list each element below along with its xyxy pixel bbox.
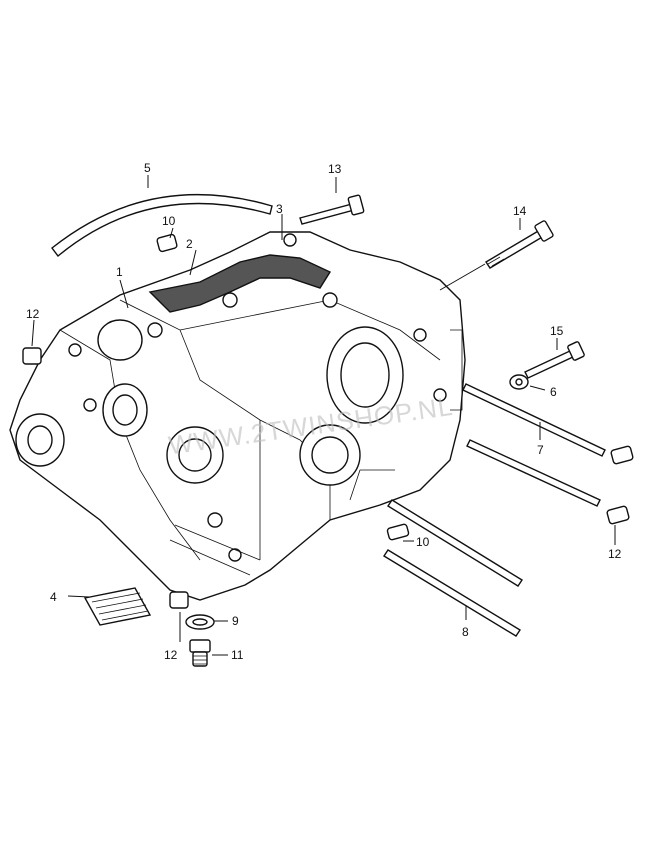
stud-7-part <box>462 383 606 507</box>
dowel-pin-12-left <box>22 347 42 365</box>
callout-13: 13 <box>328 162 342 176</box>
callout-3: 3 <box>276 202 283 216</box>
bolt-13-part <box>299 194 365 225</box>
oil-screen-part <box>83 587 152 626</box>
callout-7: 7 <box>537 443 544 457</box>
dowel-pin-right-end <box>610 445 634 465</box>
callout-8: 8 <box>462 625 469 639</box>
drain-plug-part <box>189 639 211 667</box>
dowel-pin-10-top <box>156 233 178 253</box>
breather-tube-part <box>51 193 273 258</box>
callout-5: 5 <box>144 161 151 175</box>
callout-10-right: 10 <box>416 535 430 549</box>
callout-1: 1 <box>116 265 123 279</box>
callout-14: 14 <box>513 204 527 218</box>
crankcase-assembly <box>9 231 466 601</box>
bolt-14-part <box>485 220 554 269</box>
callout-15: 15 <box>550 324 564 338</box>
callout-11: 11 <box>231 648 244 662</box>
leader-lines <box>31 175 616 656</box>
dowel-pin-10-right <box>386 523 410 541</box>
callout-2: 2 <box>186 237 193 251</box>
callout-6: 6 <box>550 385 557 399</box>
callout-12-left: 12 <box>26 307 40 321</box>
dowel-pin-12-bottom <box>169 591 189 609</box>
stud-8-part <box>383 499 523 637</box>
callout-9: 9 <box>232 614 239 628</box>
callout-labels: 1 2 3 4 5 6 7 8 9 10 10 11 12 12 12 13 1… <box>26 161 622 662</box>
dowel-pin-12-right <box>606 505 630 525</box>
sealing-washer-part <box>185 614 215 630</box>
callout-10-top: 10 <box>162 214 176 228</box>
washer-6-part <box>509 374 529 390</box>
callout-12-right: 12 <box>608 547 622 561</box>
callout-12-bottom: 12 <box>164 648 178 662</box>
bolt-15-part <box>524 341 585 379</box>
callout-4: 4 <box>50 590 57 604</box>
